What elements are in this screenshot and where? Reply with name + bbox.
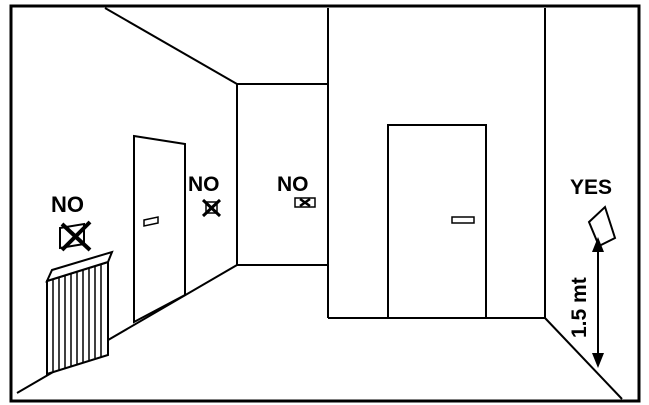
back-door-handle bbox=[451, 216, 475, 224]
height-double-arrow-icon bbox=[592, 237, 604, 368]
radiator-no-label: NO bbox=[51, 192, 84, 217]
side-door-handle bbox=[143, 216, 159, 227]
radiator-icon bbox=[45, 250, 114, 376]
back-door bbox=[387, 124, 487, 318]
height-label: 1.5 mt bbox=[568, 277, 591, 338]
back-door-frame bbox=[387, 124, 487, 318]
left-wall-top-edge bbox=[104, 7, 238, 85]
right-wall-bottom-edge bbox=[544, 317, 623, 400]
back-wall-no-label: NO bbox=[277, 173, 309, 196]
radiator-top bbox=[45, 250, 114, 283]
door-wall-no-label: NO bbox=[188, 173, 220, 196]
diagram-frame bbox=[9, 4, 641, 403]
recommended-device-icon bbox=[587, 205, 617, 248]
door-wall-x-box-icon bbox=[201, 198, 222, 218]
back-wall-x-box-icon bbox=[294, 197, 316, 208]
side-door-frame bbox=[133, 134, 186, 324]
radiator-x-box-icon bbox=[59, 220, 92, 252]
right-wall-yes-label: YES bbox=[570, 176, 612, 199]
radiator-fins bbox=[52, 264, 102, 372]
side-door bbox=[133, 134, 186, 324]
